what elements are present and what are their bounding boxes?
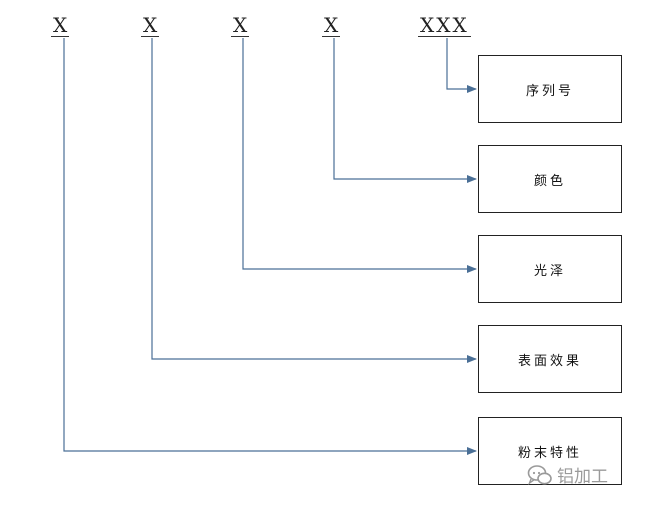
box-label: 颜色 <box>533 173 566 189</box>
box-label: 序列号 <box>525 83 574 99</box>
box-label: 表面效果 <box>517 353 582 369</box>
box-surface-effect: 表面效果 <box>478 325 622 393</box>
box-color: 颜色 <box>478 145 622 213</box>
connector-code-3 <box>242 38 477 273</box>
code-serial-digits: XXX <box>418 13 471 37</box>
code-digit-2: X <box>141 13 160 37</box>
code-digit-1: X <box>51 13 70 37</box>
connector-code-4 <box>333 38 477 183</box>
watermark: 铝加工 <box>527 462 608 487</box>
box-gloss: 光泽 <box>478 235 622 303</box>
connector-code-2 <box>151 38 477 363</box>
code-digit-3: X <box>231 13 250 37</box>
chat-bubbles-icon <box>527 464 552 485</box>
box-powder-property: 粉末特性 <box>478 417 622 485</box>
box-label: 粉末特性 <box>517 445 582 461</box>
code-digit-4: X <box>322 13 341 37</box>
connector-code-1 <box>63 38 477 455</box>
watermark-text: 铝加工 <box>557 467 608 487</box>
box-label: 光泽 <box>533 263 566 279</box>
box-serial-number: 序列号 <box>478 55 622 123</box>
connector-code-5 <box>446 38 477 93</box>
